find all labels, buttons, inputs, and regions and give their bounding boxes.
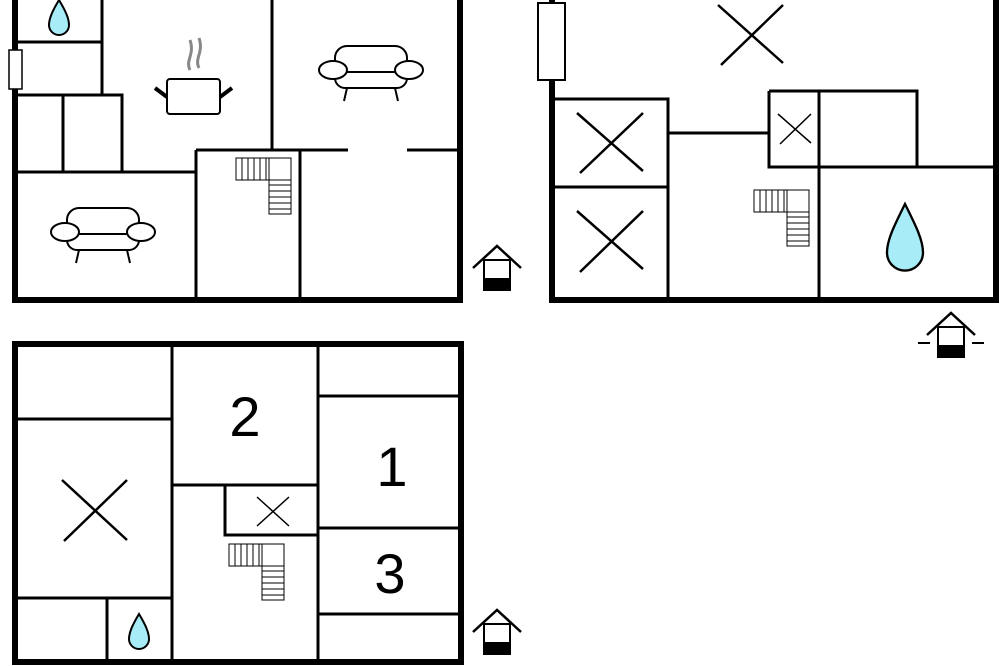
water-drop-icon [48, 0, 70, 36]
bed-cross-icon [576, 210, 644, 273]
bed-cross-icon [61, 479, 128, 542]
entrance-icon [471, 244, 523, 292]
entrance-icon [918, 311, 984, 359]
room-number-2: 2 [229, 385, 260, 448]
room-number-1: 1 [376, 435, 407, 498]
bed-cross-icon [717, 4, 784, 66]
bed-cross-icon [256, 496, 290, 527]
bed-cross-icon [576, 112, 644, 174]
cooking-pot-icon [153, 37, 234, 115]
stairs-icon [753, 189, 810, 247]
stairs-icon [235, 157, 292, 215]
window-icon [537, 2, 566, 81]
bed-cross-icon [777, 113, 812, 145]
sofa-icon [50, 207, 156, 264]
window-icon [8, 49, 23, 90]
entrance-icon [471, 608, 523, 656]
water-drop-icon [128, 613, 150, 650]
room-number-3: 3 [374, 542, 405, 605]
floor-plan-upper [537, 0, 999, 359]
floor-plan-ground [8, 0, 523, 303]
stairs-icon [228, 543, 285, 601]
floor-plan-third: 2 1 3 [12, 341, 523, 665]
water-drop-icon [885, 201, 925, 272]
sofa-icon [318, 45, 424, 102]
